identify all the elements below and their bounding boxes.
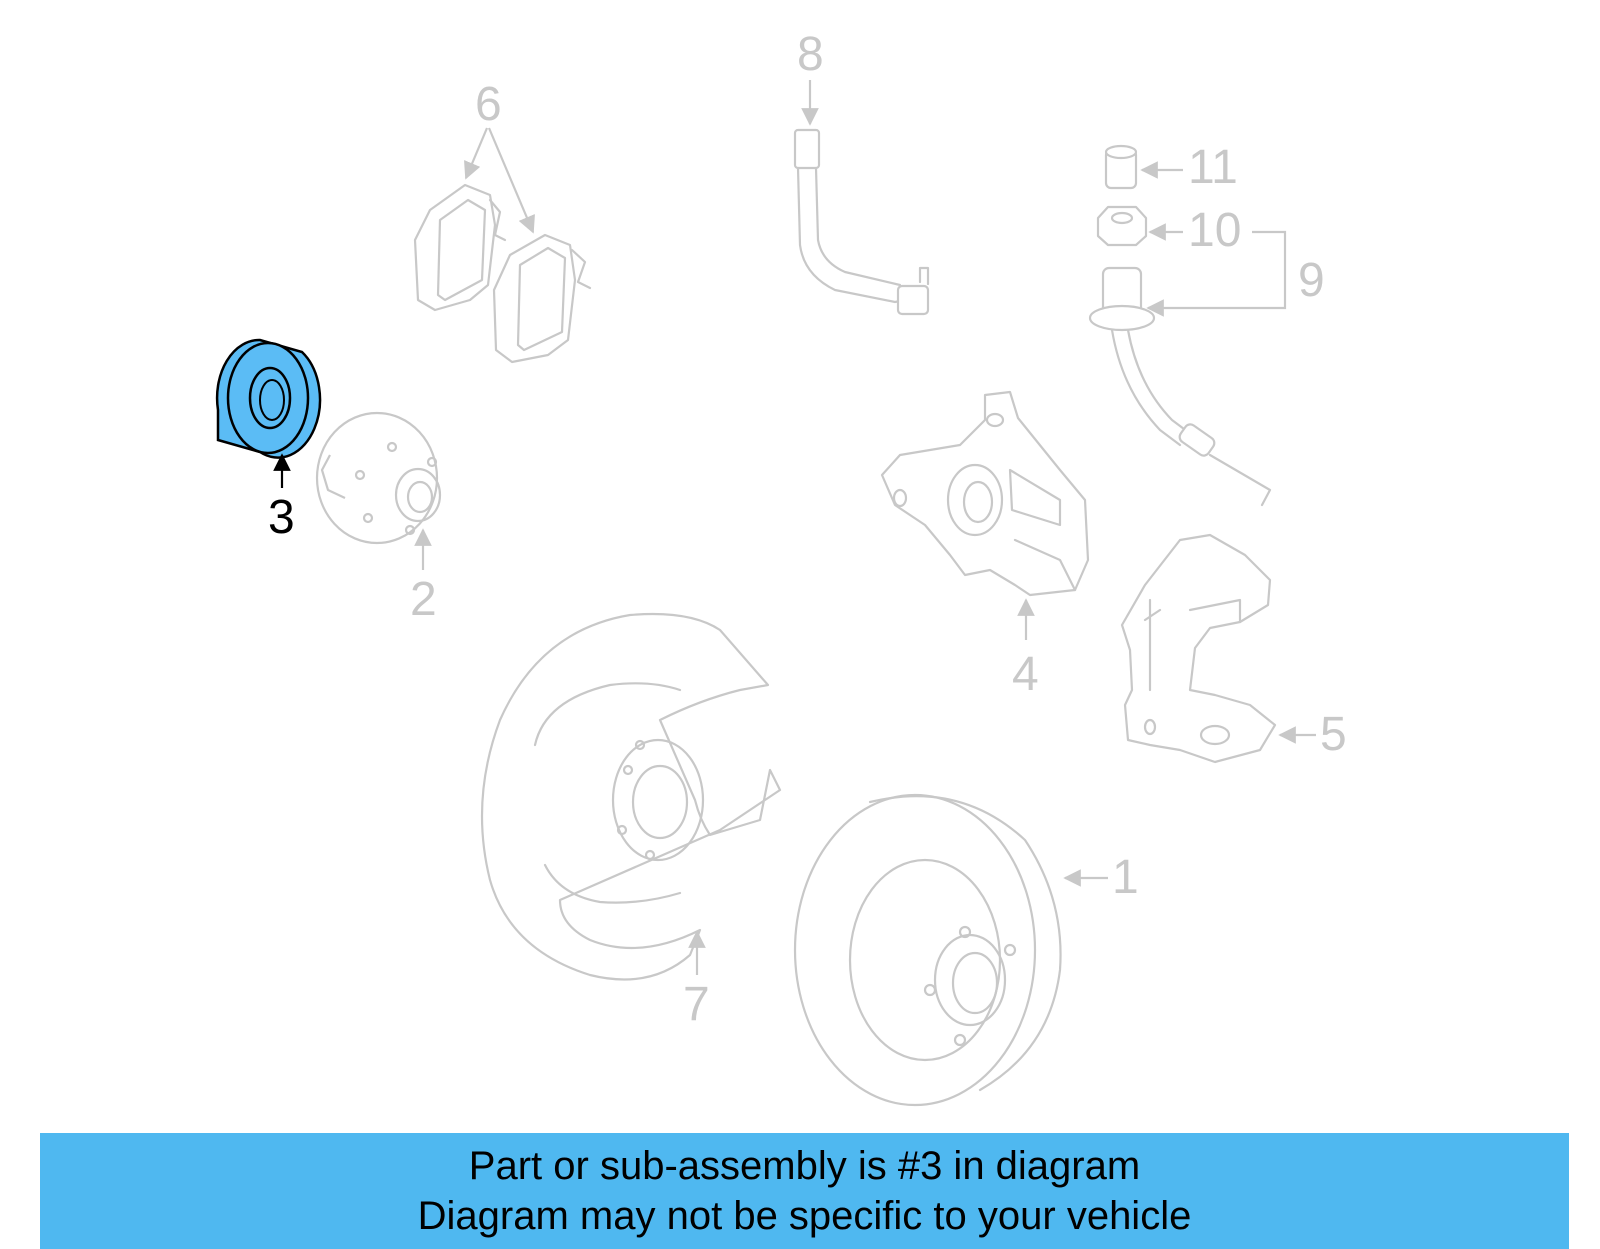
callout-11: 11 xyxy=(1140,141,1238,194)
banner-line-disclaimer: Diagram may not be specific to your vehi… xyxy=(417,1194,1192,1238)
svg-text:4: 4 xyxy=(1012,648,1039,701)
splash-shield-drawing xyxy=(480,612,782,981)
caliper-bracket-drawing xyxy=(1120,533,1277,764)
brake-caliper-drawing xyxy=(880,390,1090,597)
info-banner: Part or sub-assembly is #3 in diagram Di… xyxy=(40,1133,1569,1249)
svg-text:10: 10 xyxy=(1188,204,1241,257)
callout-10: 10 xyxy=(1148,204,1241,257)
callout-1: 1 xyxy=(1063,851,1139,904)
svg-text:6: 6 xyxy=(475,78,502,131)
svg-text:2: 2 xyxy=(410,573,437,626)
svg-text:3: 3 xyxy=(268,491,295,544)
callout-3: 3 xyxy=(268,453,295,544)
callout-7: 7 xyxy=(683,930,710,1031)
callout-8: 8 xyxy=(797,28,824,126)
svg-text:11: 11 xyxy=(1188,141,1238,194)
wheel-bearing-highlighted[interactable] xyxy=(215,338,322,459)
wheel-hub-drawing xyxy=(315,411,442,545)
parts-diagram: 6 8 11 10 9 xyxy=(215,28,1347,1107)
callout-4: 4 xyxy=(1012,598,1039,701)
brake-rotor-drawing xyxy=(793,793,1062,1107)
svg-text:5: 5 xyxy=(1320,708,1347,761)
svg-text:8: 8 xyxy=(797,28,824,81)
svg-text:7: 7 xyxy=(683,978,710,1031)
callout-2: 2 xyxy=(410,528,437,626)
banner-line-part-number: Part or sub-assembly is #3 in diagram xyxy=(468,1144,1141,1188)
svg-text:9: 9 xyxy=(1298,254,1325,307)
callout-5: 5 xyxy=(1278,708,1347,761)
svg-text:1: 1 xyxy=(1112,851,1139,904)
brake-hose-drawing xyxy=(793,128,930,316)
callout-9: 9 xyxy=(1146,230,1325,317)
callout-6: 6 xyxy=(464,78,535,234)
sensor-assembly-drawing xyxy=(1088,144,1272,507)
brake-pads-drawing xyxy=(413,183,592,364)
